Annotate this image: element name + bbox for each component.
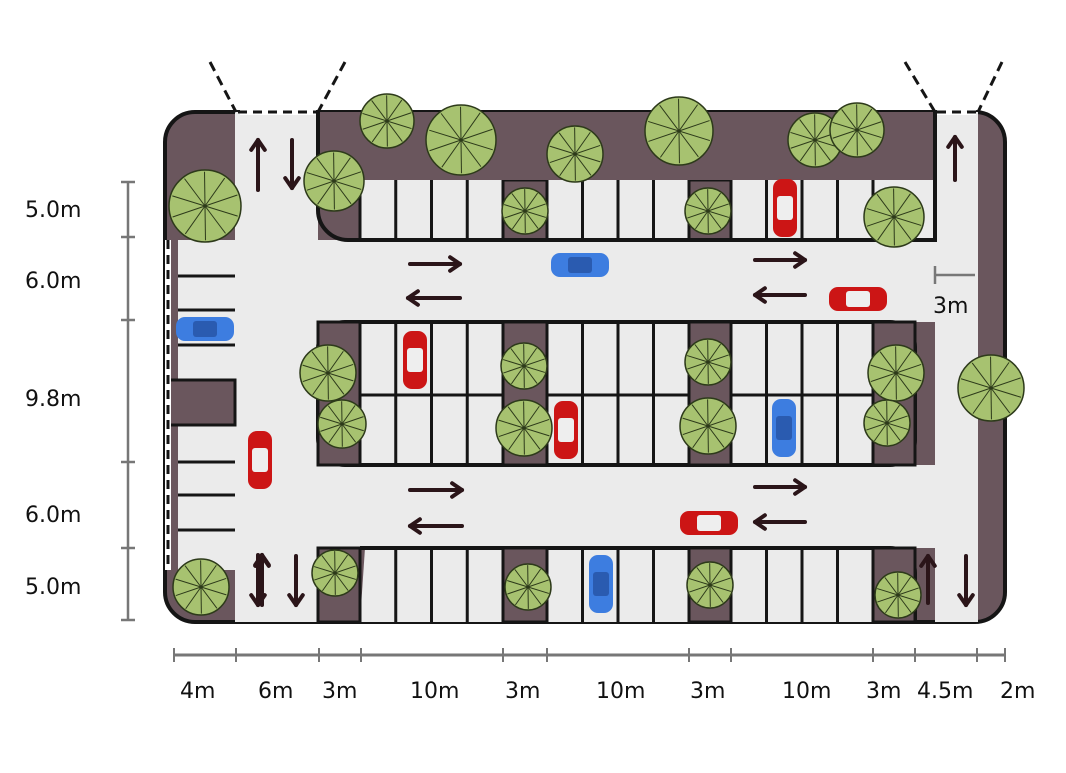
- red-car-icon: [554, 401, 578, 459]
- bottom-dim-label: 6m: [258, 679, 293, 704]
- arrowhead: [249, 593, 260, 607]
- tree-icon: [359, 93, 415, 149]
- red-car-icon: [773, 179, 797, 237]
- bottom-dim-label: 2m: [1000, 679, 1035, 704]
- arrowhead: [283, 176, 294, 190]
- left-driveway: [235, 112, 318, 622]
- arrowhead: [793, 485, 807, 496]
- tree-icon: [504, 563, 552, 611]
- cars: [176, 179, 887, 613]
- tree-icon: [684, 187, 732, 235]
- bottom-dim-label: 3m: [322, 679, 357, 704]
- bottom-dim-label: 4.5m: [917, 679, 973, 704]
- arrowhead: [793, 258, 807, 269]
- trees: [168, 93, 1025, 619]
- arrowhead: [926, 554, 937, 568]
- tree-icon: [501, 187, 549, 235]
- arrowhead: [957, 593, 968, 607]
- left-dim-label: 5.0m: [25, 198, 81, 223]
- right-driveway: [935, 112, 978, 622]
- top-curb-line: [316, 112, 937, 242]
- left-dim-label: 6.0m: [25, 503, 81, 528]
- tree-icon: [172, 558, 230, 616]
- entrance-flare-line: [976, 61, 1004, 113]
- tree-icon: [686, 561, 734, 609]
- tree-icon: [867, 344, 925, 402]
- left-planting-strip: [163, 378, 237, 427]
- entrance-flare-line: [903, 61, 937, 113]
- bottom-dim-label: 10m: [596, 679, 645, 704]
- bottom-dimension-labels: 4m 6m 3m 10m 3m 10m 3m 10m 3m 4.5m 2m: [180, 679, 1035, 704]
- red-car-icon: [403, 331, 427, 389]
- tree-icon: [299, 344, 357, 402]
- arrowhead: [406, 289, 420, 300]
- tree-icon: [500, 342, 548, 390]
- dimension-lines: [121, 180, 1006, 662]
- bottom-dim-label: 4m: [180, 679, 215, 704]
- tree-icon: [684, 338, 732, 386]
- arrowhead: [408, 517, 422, 528]
- blue-car-icon: [772, 399, 796, 457]
- entrance-flare-line: [316, 61, 347, 113]
- tree-icon: [495, 399, 553, 457]
- tree-icon: [679, 397, 737, 455]
- tree-icon: [168, 169, 242, 243]
- road-width-annotation: 3m: [933, 294, 968, 319]
- drive-aisles: [318, 240, 935, 548]
- arrowhead: [953, 135, 964, 149]
- bottom-stall-row: [360, 548, 915, 622]
- tree-icon: [425, 104, 497, 176]
- left-dimension-labels: 5.0m 6.0m 9.8m 6.0m 5.0m: [25, 198, 81, 600]
- arrowhead: [753, 513, 767, 524]
- left-dim-label: 5.0m: [25, 575, 81, 600]
- entrance-flare-line: [208, 61, 238, 113]
- bottom-dim-label: 10m: [782, 679, 831, 704]
- traffic-arrows: [249, 135, 975, 607]
- bottom-dim-label: 3m: [866, 679, 901, 704]
- tree-icon: [829, 102, 885, 158]
- arrowhead: [260, 554, 271, 568]
- top-stall-row: [360, 180, 935, 240]
- arrowhead: [450, 488, 464, 499]
- bottom-dim-label: 3m: [505, 679, 540, 704]
- bottom-dim-label: 10m: [410, 679, 459, 704]
- blue-car-icon: [176, 317, 234, 341]
- bottom-dim-label: 3m: [690, 679, 725, 704]
- blue-car-icon: [551, 253, 609, 277]
- tree-icon: [644, 96, 714, 166]
- tree-icon: [317, 399, 367, 449]
- red-car-icon: [829, 287, 887, 311]
- tree-icon: [311, 549, 359, 597]
- tree-icon: [546, 125, 604, 183]
- tree-icon: [957, 354, 1025, 422]
- arrowhead: [287, 593, 298, 607]
- arrowhead: [256, 138, 267, 152]
- left-dim-label: 9.8m: [25, 387, 81, 412]
- tree-icon: [863, 186, 925, 248]
- red-car-icon: [680, 511, 738, 535]
- red-car-icon: [248, 431, 272, 489]
- tree-icon: [303, 150, 365, 212]
- blue-car-icon: [589, 555, 613, 613]
- tree-icon: [874, 571, 922, 619]
- arrowhead: [753, 286, 767, 297]
- arrowhead: [448, 262, 462, 273]
- left-dim-label: 6.0m: [25, 269, 81, 294]
- tree-icon: [863, 399, 911, 447]
